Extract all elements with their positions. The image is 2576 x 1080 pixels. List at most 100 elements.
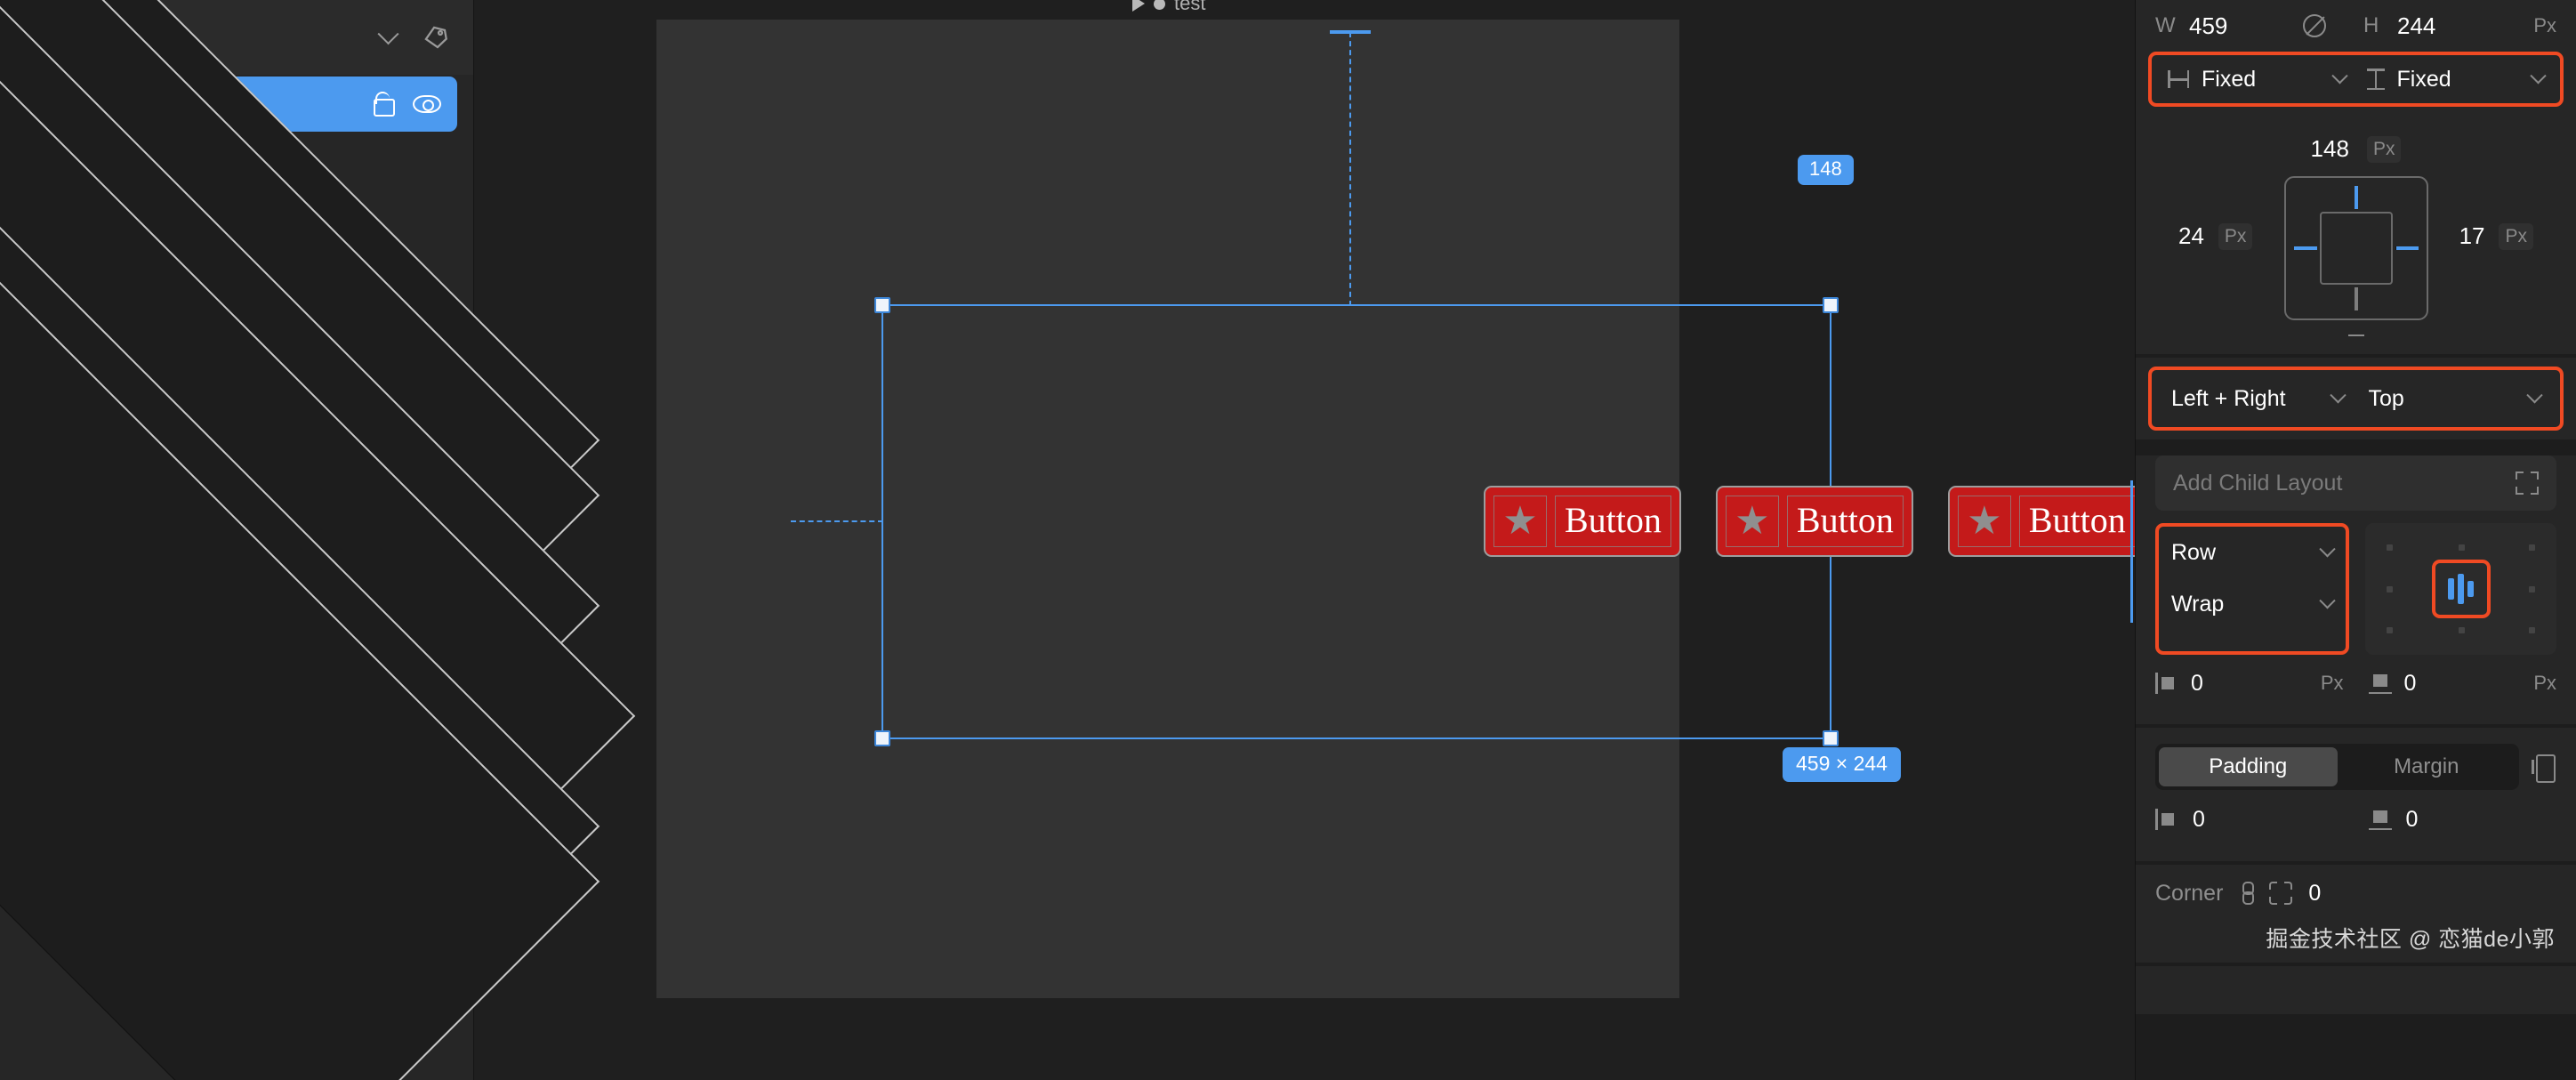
expand-icon[interactable]: [2516, 471, 2539, 495]
unlock-icon[interactable]: [372, 92, 395, 117]
resize-handle-bottom-left[interactable]: [874, 730, 890, 746]
layer-tree: Row Row ★ Shape Layout: [0, 0, 636, 1080]
size-unit-label: Px: [2533, 14, 2556, 36]
layout-wrap-select[interactable]: Wrap: [2159, 578, 2346, 630]
horizontal-align-select[interactable]: Left + Right: [2171, 386, 2347, 412]
corner-row: Corner 0: [2136, 865, 2576, 922]
canvas-area[interactable]: test 148 ★ Button ★: [474, 0, 2135, 1080]
top-distance-badge: 148: [1798, 155, 1854, 185]
layout-direction-select[interactable]: Row: [2159, 527, 2346, 578]
align-dot[interactable]: [2387, 627, 2393, 633]
padding-horizontal-icon: [2155, 809, 2178, 830]
sizing-mode-group: Fixed Fixed: [2148, 52, 2564, 107]
height-value[interactable]: 244: [2397, 12, 2436, 39]
align-dot[interactable]: [2529, 586, 2535, 592]
link-icon[interactable]: [2239, 882, 2255, 905]
row-bars-icon[interactable]: [2431, 560, 2491, 618]
artboard[interactable]: 148 ★ Button ★ Button: [656, 20, 2135, 998]
constraint-marker-left[interactable]: [2293, 246, 2317, 250]
layout-mode-group: Row Wrap: [2155, 523, 2349, 655]
constraint-left[interactable]: 24 Px: [2178, 222, 2253, 250]
constraint-marker-top[interactable]: [2354, 186, 2358, 209]
resize-handle-bottom-right[interactable]: [1823, 730, 1839, 746]
star-icon: ★: [1957, 496, 2011, 547]
layers-sidebar: test Row: [0, 0, 636, 1080]
alignment-section: Left + Right Top: [2136, 358, 2576, 439]
corner-label: Corner: [2155, 880, 2224, 906]
size-section: W 459 H 244 Px Fixed Fixed: [2136, 0, 2576, 354]
height-mode-select[interactable]: Fixed: [2346, 66, 2547, 93]
height-icon: [2366, 69, 2385, 90]
width-value[interactable]: 459: [2189, 12, 2228, 39]
chevron-down-icon: [2526, 386, 2543, 403]
layout-controls: Row Wrap: [2136, 511, 2576, 655]
constraint-right[interactable]: 17 Px: [2459, 222, 2533, 250]
padding-vertical-field[interactable]: 0: [2344, 807, 2557, 833]
eye-icon[interactable]: [413, 95, 441, 113]
right-distance-guide: [2130, 480, 2133, 623]
corner-radius-value[interactable]: 0: [2308, 880, 2322, 906]
layout-section: Add Child Layout Row Wrap: [2136, 455, 2576, 724]
constraints-widget[interactable]: 148 Px 24 Px 17 Px: [2136, 116, 2576, 354]
constraint-marker-bottom[interactable]: [2354, 287, 2358, 310]
canvas-button-label-box: Button: [1555, 496, 1671, 547]
align-dot[interactable]: [2458, 544, 2465, 551]
canvas-tab[interactable]: test: [1132, 0, 1205, 15]
width-mode-select[interactable]: Fixed: [2168, 66, 2348, 93]
alignment-pad[interactable]: [2365, 523, 2556, 655]
align-dot[interactable]: [2387, 586, 2393, 592]
height-label: H: [2363, 13, 2379, 37]
resize-handle-top-left[interactable]: [874, 297, 890, 313]
star-icon: ★: [1725, 496, 1779, 547]
chevron-down-icon: [2319, 592, 2336, 609]
resize-handle-top-right[interactable]: [1823, 297, 1839, 313]
canvas-button-label: Button: [2028, 499, 2126, 540]
vertical-align-select[interactable]: Top: [2344, 385, 2543, 412]
add-child-layout-placeholder: Add Child Layout: [2173, 470, 2343, 496]
canvas-button[interactable]: ★ Button: [1947, 486, 2135, 557]
constraint-left-unit: Px: [2218, 222, 2253, 250]
tag-icon[interactable]: [418, 20, 454, 55]
sidebar-item-text-layout[interactable]: T Text Layout: [0, 117, 600, 1080]
inspector-panel: W 459 H 244 Px Fixed Fixed: [2135, 0, 2576, 1080]
gap-main-field[interactable]: 0 Px: [2155, 671, 2344, 697]
canvas-button[interactable]: ★ Button: [1484, 486, 1681, 557]
constraint-top-unit: Px: [2366, 135, 2402, 163]
width-mode-value: Fixed: [2202, 66, 2257, 92]
no-ratio-icon[interactable]: [2303, 14, 2326, 37]
canvas-button-label-box: Button: [2018, 496, 2135, 547]
expand-toggle-icon[interactable]: [0, 117, 600, 1080]
padding-vertical-icon: [2368, 809, 2392, 830]
spacing-section: Padding Margin 0 0: [2136, 728, 2576, 861]
padding-horizontal-value: 0: [2193, 806, 2205, 832]
spacing-tabs-row: Padding Margin: [2136, 728, 2576, 790]
corner-section: Corner 0 掘金技术社区 @ 恋猫de小郭: [2136, 865, 2576, 963]
constraint-right-unit: Px: [2499, 222, 2533, 250]
add-child-layout-input[interactable]: Add Child Layout: [2155, 455, 2556, 511]
gap-cross-field[interactable]: 0 Px: [2344, 671, 2556, 697]
selection-size-badge: 459 × 244: [1783, 747, 1901, 782]
copy-spacing-icon[interactable]: [2532, 754, 2556, 783]
constraint-marker-right[interactable]: [2395, 246, 2419, 250]
constraint-box[interactable]: [2283, 176, 2428, 320]
spacing-values-row: 0 0: [2136, 790, 2576, 849]
gap-row: 0 Px 0 Px: [2136, 655, 2576, 712]
padding-horizontal-field[interactable]: 0: [2155, 807, 2344, 833]
tab-padding[interactable]: Padding: [2159, 747, 2338, 786]
vertical-align-value: Top: [2368, 385, 2404, 411]
top-distance-guide: [1349, 32, 1351, 306]
chevron-down-icon: [2530, 67, 2547, 84]
canvas-button[interactable]: ★ Button: [1715, 486, 1913, 557]
constraint-top[interactable]: 148 Px: [2136, 135, 2576, 163]
align-dot[interactable]: [2529, 544, 2535, 551]
play-icon: [1132, 0, 1145, 12]
height-mode-value: Fixed: [2396, 66, 2451, 92]
chevron-down-icon[interactable]: [370, 20, 406, 55]
align-dot[interactable]: [2387, 544, 2393, 551]
align-dot[interactable]: [2458, 627, 2465, 633]
padding-vertical-value: 0: [2405, 806, 2419, 832]
tab-margin[interactable]: Margin: [2394, 754, 2459, 778]
spacing-tabs: Padding Margin: [2155, 744, 2519, 790]
align-dot[interactable]: [2529, 627, 2535, 633]
